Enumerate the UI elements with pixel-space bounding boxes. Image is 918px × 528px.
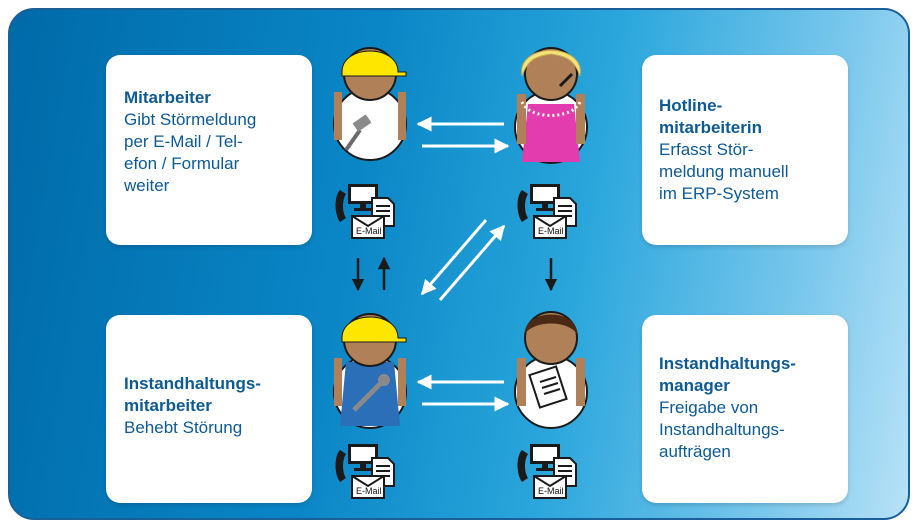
employee-description: Gibt Störmeldung per E-Mail / Tel- efon … bbox=[124, 110, 257, 195]
device-label-bl: E-Mail bbox=[356, 486, 382, 496]
hotline-description: Erfasst Stör- meldung manuell im ERP-Sys… bbox=[659, 140, 789, 203]
woman-with-headset-icon bbox=[514, 47, 588, 164]
employee-card: Mitarbeiter Gibt Störmeldung per E-Mail … bbox=[106, 55, 312, 245]
manager-with-clipboard-icon bbox=[514, 311, 588, 429]
maintenance-worker-description: Behebt Störung bbox=[124, 418, 243, 437]
maintenance-manager-card: Instandhaltungs- manager Freigabe von In… bbox=[642, 315, 848, 503]
maintenance-worker-card: Instandhaltungs- mitarbeiter Behebt Stör… bbox=[106, 315, 312, 503]
worker-with-wrench-icon bbox=[333, 313, 407, 429]
device-label-tl: E-Mail bbox=[356, 226, 382, 236]
hotline-title: Hotline- mitarbeiterin bbox=[659, 96, 762, 137]
device-label-br: E-Mail bbox=[538, 486, 564, 496]
arrow-hotline-to-worker bbox=[420, 219, 488, 296]
device-label-tr: E-Mail bbox=[538, 226, 564, 236]
maintenance-worker-title: Instandhaltungs- mitarbeiter bbox=[124, 374, 261, 415]
diagram-panel: Mitarbeiter Gibt Störmeldung per E-Mail … bbox=[8, 8, 910, 520]
maintenance-manager-title: Instandhaltungs- manager bbox=[659, 354, 796, 395]
maintenance-manager-description: Freigabe von Instandhaltungs- aufträgen bbox=[659, 398, 785, 461]
employee-title: Mitarbeiter bbox=[124, 88, 211, 107]
device-icon-tl: E-Mail bbox=[334, 183, 395, 239]
device-icon-bl: E-Mail bbox=[334, 443, 395, 499]
device-icon-br: E-Mail bbox=[516, 443, 577, 499]
device-icon-tr: E-Mail bbox=[516, 183, 577, 239]
diagram-graphics: E-Mail E-Mail E-Mail E-Mail bbox=[333, 47, 588, 499]
hotline-card: Hotline- mitarbeiterin Erfasst Stör- mel… bbox=[642, 55, 848, 245]
worker-with-hammer-icon bbox=[333, 47, 407, 161]
arrow-worker-to-hotline bbox=[438, 224, 506, 301]
